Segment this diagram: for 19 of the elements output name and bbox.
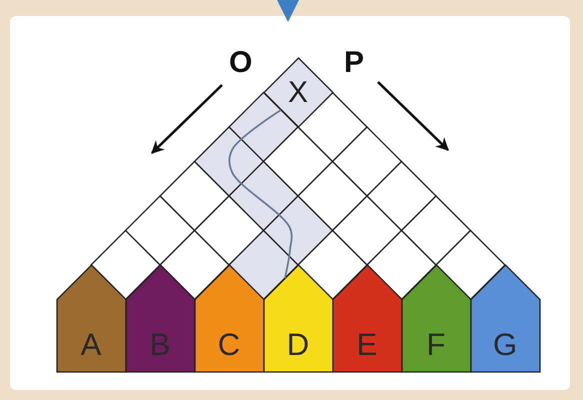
house-shape bbox=[332, 265, 402, 372]
house-shape bbox=[126, 265, 194, 372]
start-cell bbox=[264, 58, 332, 127]
house-shape bbox=[194, 265, 264, 372]
house-letter: D bbox=[286, 329, 310, 360]
house-letter: A bbox=[80, 329, 102, 360]
cell-letter: X bbox=[286, 78, 309, 108]
house-letter: E bbox=[356, 329, 378, 360]
house-letter: F bbox=[426, 329, 446, 360]
house-shape bbox=[470, 265, 540, 372]
house-shape bbox=[402, 265, 470, 372]
house-letter: C bbox=[216, 329, 242, 360]
house-letter: G bbox=[492, 329, 518, 360]
route-line bbox=[228, 109, 293, 278]
direction-letter: P bbox=[344, 48, 364, 78]
house-letter: B bbox=[148, 329, 172, 360]
direction-letter: O bbox=[229, 48, 252, 78]
house-shape bbox=[56, 265, 126, 372]
house-shape bbox=[264, 265, 332, 372]
